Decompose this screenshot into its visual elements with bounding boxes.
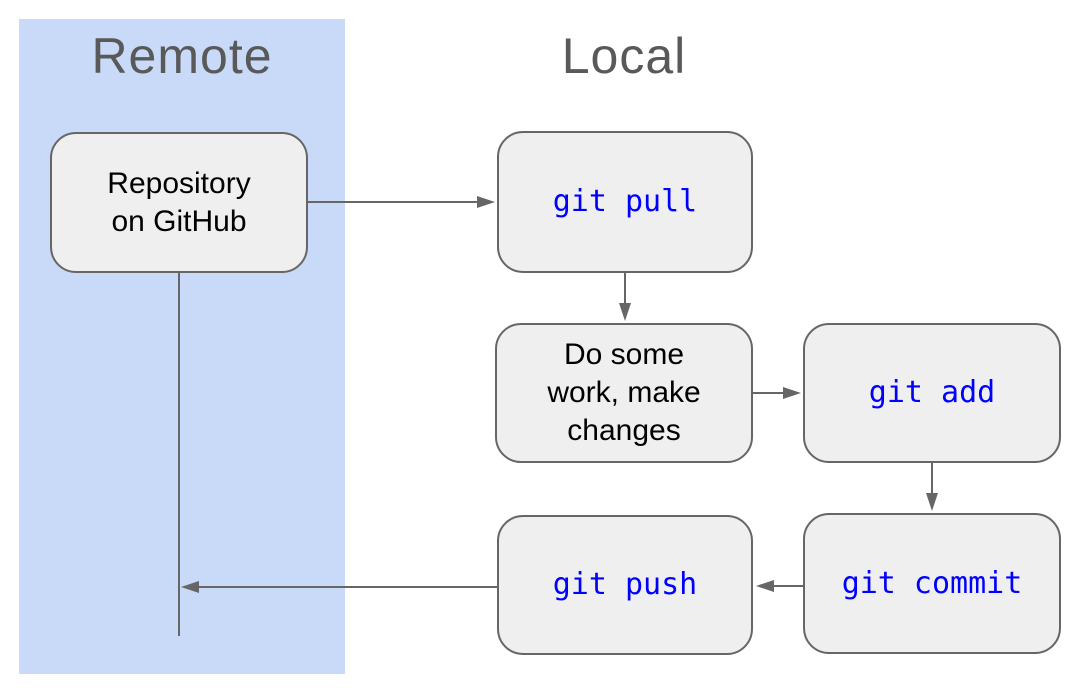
- node-git-commit-label: git commit: [841, 565, 1023, 601]
- node-git-push: git push: [497, 515, 753, 655]
- node-git-add: git add: [803, 323, 1061, 463]
- node-do-some-work: Do some work, make changes: [495, 323, 753, 463]
- remote-panel-background: [19, 19, 345, 674]
- node-repository-on-github: Repository on GitHub: [50, 132, 308, 273]
- node-do-some-work-label: Do some work, make changes: [547, 338, 701, 447]
- node-git-add-label: git add: [868, 375, 996, 410]
- node-git-pull-label: git pull: [552, 184, 698, 219]
- node-git-push-label: git push: [552, 567, 698, 602]
- local-section-title: Local: [561, 28, 687, 84]
- node-git-pull: git pull: [497, 131, 753, 273]
- node-repository-label: Repository on GitHub: [107, 166, 251, 238]
- node-git-commit: git commit: [803, 513, 1061, 654]
- remote-section-title: Remote: [91, 28, 273, 84]
